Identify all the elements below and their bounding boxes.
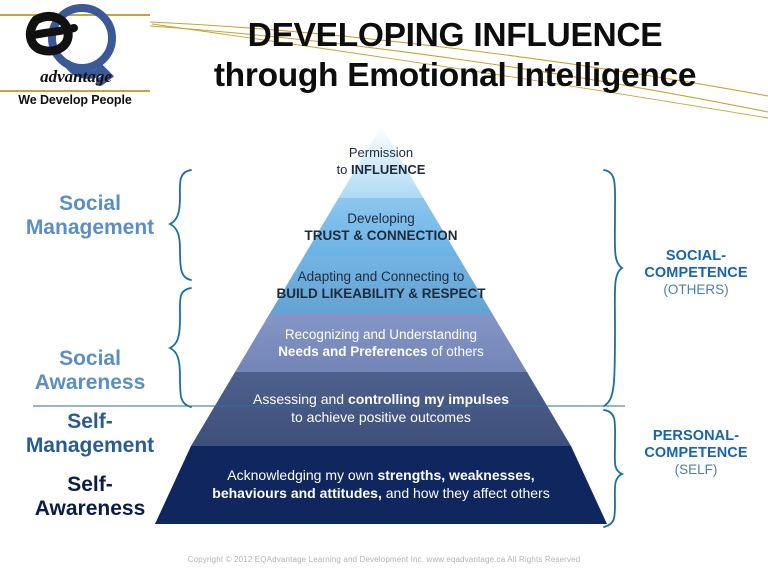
- logo-tagline: We Develop People: [18, 93, 132, 107]
- label-social-competence: SOCIAL- COMPETENCE (OTHERS): [630, 248, 762, 297]
- level-1-line-2: INFLUENCE: [351, 162, 426, 177]
- pyramid-level-needs-preferences[interactable]: Recognizing and Understanding Needs and …: [150, 314, 612, 372]
- pyramid-level-permission-influence[interactable]: Permission to INFLUENCE: [150, 126, 612, 198]
- level-2-line-1: Developing: [347, 210, 415, 226]
- label-self-awareness-line2: Awareness: [34, 497, 146, 521]
- pyramid-level-6-shape: [155, 446, 607, 524]
- label-self-management: Self- Management: [10, 410, 170, 458]
- pyramid-level-5-shape: [191, 372, 571, 446]
- label-social-competence-line2: COMPETENCE: [644, 264, 748, 281]
- level-4-line-2-bold: Needs and Preferences: [278, 344, 428, 359]
- copyright-footer: Copyright © 2012 EQAdvantage Learning an…: [187, 555, 581, 564]
- level-3-line-1: Adapting and Connecting to: [297, 268, 465, 284]
- label-social-management-line2: Management: [25, 216, 155, 240]
- title-line-2: through Emotional Intelligence: [213, 56, 697, 94]
- label-self-management-line2: Management: [25, 434, 155, 458]
- level-5-line-1-bold: controlling my impulses: [347, 391, 509, 408]
- title-line-1: DEVELOPING INFLUENCE: [247, 17, 663, 54]
- level-6-line-2-bold: behaviours and attitudes,: [212, 485, 382, 501]
- logo-rule-top: [0, 14, 150, 16]
- page-title: DEVELOPING INFLUENCE through Emotional I…: [150, 18, 760, 93]
- level-5-line-2: to achieve positive outcomes: [291, 409, 471, 425]
- label-social-awareness: Social Awareness: [10, 347, 170, 395]
- label-self-awareness: Self- Awareness: [10, 473, 170, 521]
- label-social-competence-sub: (OTHERS): [663, 282, 729, 298]
- label-self-management-line1: Self-: [67, 410, 113, 433]
- label-social-awareness-line2: Awareness: [34, 371, 146, 395]
- pyramid-level-2-shape: [304, 198, 458, 256]
- eq-logo-icon: advantage: [25, 4, 116, 86]
- level-4-line-1: Recognizing and Understanding: [284, 326, 478, 342]
- label-personal-competence: PERSONAL- COMPETENCE (SELF): [630, 428, 762, 477]
- pyramid-level-trust-connection[interactable]: Developing TRUST & CONNECTION: [150, 198, 612, 256]
- pyramid-level-3-shape: [269, 256, 493, 314]
- level-2-line-2: TRUST & CONNECTION: [304, 228, 458, 243]
- pyramid-level-controlling-impulses[interactable]: Assessing and controlling my impulses to…: [150, 372, 612, 446]
- level-4-line-2-rest: of others: [427, 344, 484, 359]
- logo-rule-bottom: [0, 90, 150, 92]
- pyramid-level-strengths-weaknesses[interactable]: Acknowledging my own strengths, weakness…: [150, 446, 612, 524]
- label-personal-competence-line1: PERSONAL-: [652, 428, 740, 444]
- label-social-management: Social Management: [10, 192, 170, 240]
- level-1-line-1: Permission: [348, 145, 414, 161]
- label-personal-competence-line2: COMPETENCE: [644, 444, 748, 461]
- label-social-competence-line1: SOCIAL-: [665, 248, 727, 264]
- label-social-management-line1: Social: [59, 192, 121, 215]
- pyramid-level-build-likeability-respect[interactable]: Adapting and Connecting to BUILD LIKEABI…: [150, 256, 612, 314]
- influence-pyramid: Permission to INFLUENCE Developing TRUST…: [150, 126, 612, 526]
- logo-wordmark: advantage: [40, 67, 112, 86]
- label-personal-competence-sub: (SELF): [674, 462, 718, 478]
- level-6-line-1-bold: strengths, weaknesses,: [377, 467, 535, 484]
- level-6-line-1-plain: Acknowledging my own: [227, 467, 378, 484]
- pyramid-level-4-shape: [235, 314, 527, 372]
- level-3-line-2: BUILD LIKEABILITY & RESPECT: [276, 286, 486, 301]
- label-self-awareness-line1: Self-: [67, 473, 113, 496]
- label-social-awareness-line1: Social: [59, 347, 121, 370]
- level-5-line-1-plain: Assessing and: [253, 391, 348, 408]
- pyramid-level-1-shape: [338, 126, 424, 198]
- brand-logo: advantage We Develop People: [0, 0, 150, 115]
- level-6-line-2-rest: and how they affect others: [381, 485, 550, 501]
